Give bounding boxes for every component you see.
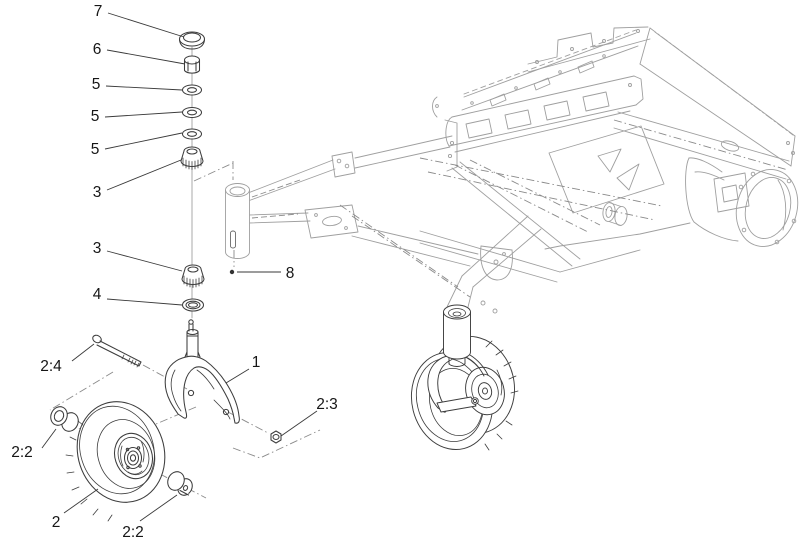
- callout-label-6-1: 6: [93, 41, 102, 58]
- callout-leader-5-3: [104, 111, 183, 118]
- frame-right-rail: [613, 111, 790, 180]
- bearing-part-3-upper: [180, 146, 204, 170]
- left-caster-arm: [225, 135, 479, 267]
- mower-frame: [225, 26, 799, 314]
- callout-leader-5-2: [105, 85, 183, 91]
- callout-leader-2-12: [63, 488, 99, 514]
- grease-fitting-part-8: [230, 230, 236, 249]
- callout-leader-7-0: [107, 12, 185, 38]
- callout-label-5-4: 5: [91, 141, 100, 158]
- callout-label-3-5: 3: [93, 184, 102, 201]
- callout-label-5-3: 5: [91, 108, 100, 125]
- wheel-spacer-part-2-2-right: [167, 471, 193, 496]
- callout-label-5-2: 5: [92, 76, 101, 93]
- callout-label-2:4-10: 2:4: [40, 358, 62, 375]
- washer-part-5c: [181, 128, 203, 140]
- callout-label-8-8: 8: [286, 265, 295, 282]
- callout-label-2:2-13: 2:2: [122, 524, 144, 539]
- frame-upper-beam: [461, 29, 639, 111]
- seal-part-4: [181, 298, 205, 312]
- frame-cross-member: [432, 75, 644, 172]
- callout-label-4-7: 4: [93, 286, 102, 303]
- frame-rear-panel: [639, 27, 796, 167]
- callout-leader-4-7: [106, 298, 183, 306]
- callout-label-3-6: 3: [93, 240, 102, 257]
- tire-tread-dashes: [65, 420, 113, 522]
- callout-label-2:2-11: 2:2: [11, 444, 33, 461]
- gearbox-housing: [685, 140, 799, 247]
- exploded-parts: [50, 31, 519, 522]
- caster-fork-part-1: [164, 319, 240, 424]
- axle-nut-part-2-3: [270, 430, 282, 444]
- callout-label-2:3-14: 2:3: [316, 396, 338, 413]
- callout-leader-1-9: [225, 368, 250, 384]
- axle-bolt-part-2-4: [92, 334, 142, 368]
- callout-leader-3-6: [106, 250, 183, 272]
- caster-wheel-part-2: [65, 401, 166, 522]
- frame-deck: [419, 125, 691, 283]
- frame-bushing-cylinder: [602, 202, 628, 226]
- callout-layer: 7 6 5 5 5 3 3 4 8 1 2:4 2:2 2 2:2 2:3: [11, 3, 338, 539]
- right-caster-arm: [446, 215, 542, 314]
- callout-leader-2:3-14: [280, 410, 318, 437]
- frame-top-beam: [527, 26, 651, 73]
- dust-cap-part-7: [178, 31, 206, 50]
- callout-leader-6-1: [106, 49, 186, 65]
- callout-leader-2:2-11: [41, 428, 57, 449]
- washer-part-5b: [181, 106, 203, 119]
- callout-leader-3-5: [106, 159, 182, 191]
- callout-leader-5-4: [104, 132, 183, 150]
- callout-label-7-0: 7: [94, 3, 103, 20]
- lock-nut-part-6: [183, 55, 201, 74]
- washer-part-5a: [181, 84, 203, 96]
- callout-dot-8: [229, 269, 235, 275]
- assembled-caster-wheel: [410, 304, 519, 451]
- bearing-part-3-lower: [181, 264, 205, 288]
- callout-label-2-12: 2: [52, 514, 61, 531]
- wheel-bushing-part-2-2-left: [50, 406, 79, 432]
- tread-dashes: [484, 340, 519, 451]
- callout-leader-2:2-13: [139, 494, 178, 522]
- callout-leader-2:4-10: [71, 343, 95, 362]
- callout-label-1-9: 1: [252, 354, 261, 371]
